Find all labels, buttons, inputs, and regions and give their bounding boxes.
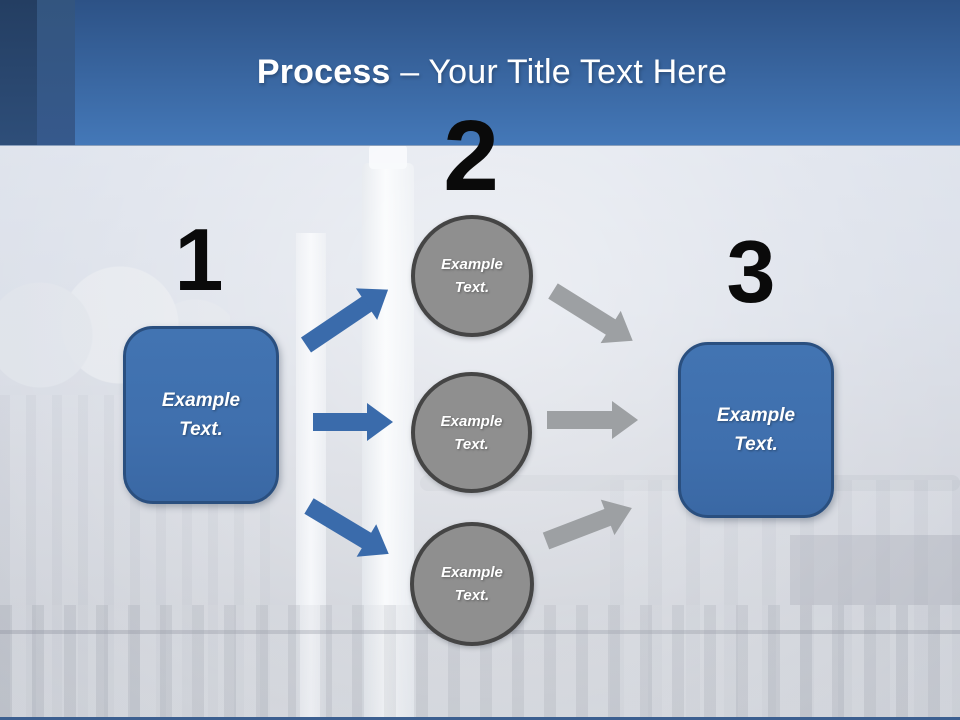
step-number-3: 3 [726,222,776,321]
arrow-gray-top [543,275,643,357]
arrow-shaft [542,508,612,550]
step-number-2: 2 [443,100,499,212]
process-circle-top: Example Text. [411,215,533,337]
arrow-gray-bottom [539,490,639,558]
arrow-blue-top [295,273,399,361]
header-band: Process – Your Title Text Here [0,0,960,146]
circle-label: Example Text. [441,564,503,604]
arrow-shaft [548,283,617,336]
title-emphasis: Process [256,53,391,91]
box-label: Example Text. [716,405,796,455]
process-box-step-1: Example Text. [123,326,279,504]
arrow-blue-middle [313,403,393,441]
arrow-gray-middle [547,401,638,439]
header-stripe-medium [37,0,75,145]
arrow-shaft [313,413,368,431]
process-circle-middle: Example Text. [411,372,532,493]
arrow-shaft [304,498,372,549]
circle-label: Example Text. [440,412,503,453]
title-rest: – Your Title Text Here [400,53,728,91]
arrow-head [612,401,638,439]
arrow-blue-bottom [299,490,399,571]
arrow-shaft [547,411,613,429]
arrow-head [367,403,393,441]
box-label: Example Text. [161,390,241,440]
slide-bottom-accent-line [0,717,960,720]
step-number-1: 1 [174,210,224,309]
arrow-shaft [300,296,373,353]
process-circle-bottom: Example Text. [410,522,534,646]
process-box-step-3: Example Text. [678,342,834,518]
slide-title: Process – Your Title Text Here [0,52,960,92]
arrow-head [600,490,639,536]
header-stripe-dark [0,0,37,145]
circle-label: Example Text. [441,256,503,296]
